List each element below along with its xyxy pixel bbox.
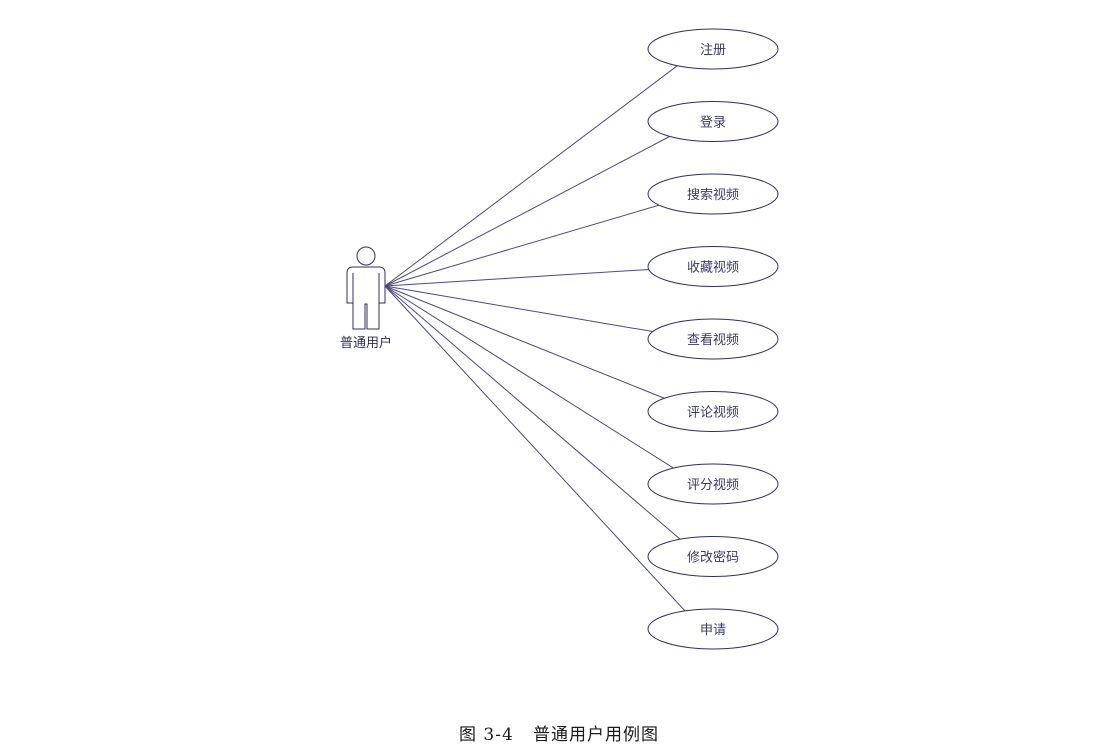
use-case: 评分视频	[647, 463, 779, 505]
association-line	[384, 285, 686, 545]
use-case: 评论视频	[647, 391, 779, 432]
use-case: 收藏视频	[647, 246, 779, 287]
association-line	[384, 198, 679, 287]
use-case-label: 注册	[700, 43, 726, 58]
association-lines	[384, 60, 689, 615]
use-case-label: 收藏视频	[687, 261, 739, 276]
use-case-label: 评论视频	[687, 406, 739, 421]
use-case-ellipse	[647, 536, 779, 577]
actor-body	[346, 266, 386, 330]
association-line	[384, 285, 683, 475]
figure-number: 图 3-4	[459, 725, 514, 745]
association-line	[384, 285, 680, 405]
use-case-label: 修改密码	[687, 550, 739, 566]
association-line	[384, 285, 678, 337]
use-case-label: 评分视频	[687, 478, 739, 493]
use-case: 登录	[647, 101, 779, 142]
association-line	[384, 285, 689, 615]
actor-head	[356, 246, 376, 266]
use-case-ellipse	[647, 463, 779, 505]
use-case-ellipse	[647, 246, 779, 287]
use-case-ellipse	[647, 28, 779, 70]
association-line	[384, 267, 678, 287]
use-case: 申请	[647, 608, 779, 650]
association-line	[384, 130, 682, 287]
use-case-ellipse	[647, 101, 779, 142]
use-case-ellipse	[647, 318, 779, 360]
actor-label: 普通用户	[340, 335, 392, 351]
use-case-ellipse	[647, 391, 779, 432]
use-case: 注册	[647, 28, 779, 70]
association-line	[384, 60, 685, 287]
use-case-ellipse	[647, 608, 779, 650]
actor-ordinary-user: 普通用户	[340, 246, 392, 351]
use-case-label: 登录	[700, 116, 726, 131]
figure-caption: 图 3-4 普通用户用例图	[0, 720, 1118, 745]
use-case: 修改密码	[647, 536, 779, 577]
figure-title: 普通用户用例图	[533, 725, 659, 745]
use-case-label: 搜索视频	[687, 188, 739, 203]
use-case: 查看视频	[647, 318, 779, 360]
use-case-label: 查看视频	[687, 332, 739, 348]
use-case: 搜索视频	[647, 173, 779, 215]
use-case-label: 申请	[700, 623, 726, 638]
use-case-ellipse	[647, 173, 779, 215]
